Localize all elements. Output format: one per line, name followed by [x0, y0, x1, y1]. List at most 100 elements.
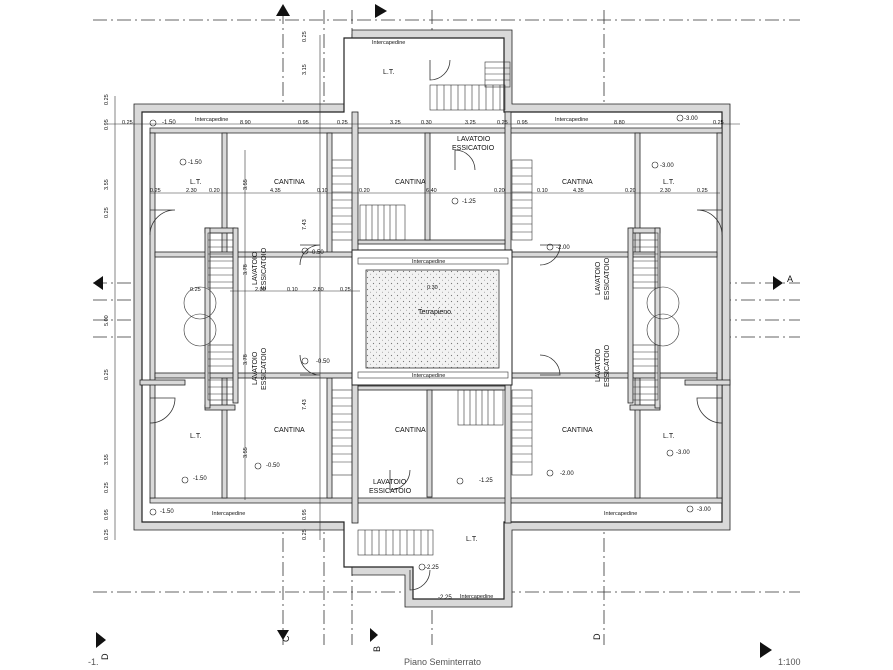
- level-label-2: -3.00: [684, 116, 698, 122]
- level-label-15: -3.00: [697, 507, 711, 513]
- dim-label-1: 0.25: [122, 120, 133, 126]
- footer-left-label: -1.: [88, 657, 99, 667]
- dimension-lines: [108, 35, 740, 540]
- dim-label-21: 4.35: [573, 188, 584, 194]
- dim-label-2: 8.90: [240, 120, 251, 126]
- intercapedine-label-bottom: Intercapedine: [460, 594, 493, 600]
- drawing-scale: 1:100: [778, 657, 801, 667]
- dim-label-v4: 0.25: [104, 207, 110, 218]
- lavatoio-label-left-top: LAVATOIO: [252, 251, 259, 285]
- dim-label-v14: 7.43: [302, 219, 308, 230]
- level-label-1: -1.50: [162, 120, 176, 126]
- dim-label-v17: 7.43: [302, 399, 308, 410]
- dim-label-25: 0.25: [190, 287, 201, 293]
- dim-label-23: 2.30: [660, 188, 671, 194]
- cantina-label-1: CANTINA: [274, 179, 305, 186]
- dim-label-v16: 3.78: [243, 354, 249, 365]
- lt-label-bottom-left: L.T.: [190, 433, 201, 440]
- intercapedine-label-top-right: Intercapedine: [555, 117, 588, 123]
- drawing-title: Piano Seminterrato: [404, 657, 481, 667]
- section-marker-c-top: [276, 4, 290, 16]
- lt-label-top-right: L.T.: [663, 179, 674, 186]
- essicatoio-label-right-top: ESSICATOIO: [604, 257, 611, 300]
- dim-label-22: 0.20: [625, 188, 636, 194]
- lt-label-bottom-right: L.T.: [663, 433, 674, 440]
- dim-label-16: 0.10: [317, 188, 328, 194]
- stairs: [183, 61, 680, 556]
- level-label-6: -2.00: [556, 245, 570, 251]
- dim-label-15: 4.35: [270, 188, 281, 194]
- level-label-7: -0.50: [310, 250, 324, 256]
- essicatoio-label-right-bottom: ESSICATOIO: [604, 344, 611, 387]
- dim-label-v12: 3.15: [302, 64, 308, 75]
- dim-label-10: 8.80: [614, 120, 625, 126]
- level-label-3: -1.50: [188, 160, 202, 166]
- dim-label-13: 2.30: [186, 188, 197, 194]
- dim-label-v7: 3.55: [104, 454, 110, 465]
- dim-label-24: 0.25: [697, 188, 708, 194]
- section-label-d-right: D: [592, 633, 602, 640]
- dim-label-7: 3.25: [465, 120, 476, 126]
- intercapedine-label-top-left: Intercapedine: [195, 117, 228, 123]
- lt-label-top-left: L.T.: [190, 179, 201, 186]
- lavatoio-label-top: LAVATOIO: [457, 136, 491, 143]
- cantina-label-3: CANTINA: [562, 179, 593, 186]
- section-label-b: B: [372, 646, 382, 652]
- section-markers: [93, 4, 783, 658]
- dim-label-6: 0.30: [421, 120, 432, 126]
- level-label-11: -2.00: [560, 471, 574, 477]
- section-marker-b-top: [375, 4, 387, 18]
- dim-label-27: 0.10: [287, 287, 298, 293]
- dim-label-8: 0.25: [497, 120, 508, 126]
- lt-label-top: L.T.: [383, 69, 394, 76]
- dim-label-29: 0.25: [340, 287, 351, 293]
- cantina-label-4: CANTINA: [274, 427, 305, 434]
- dim-label-v6: 0.25: [104, 369, 110, 380]
- dim-label-v11: 0.25: [302, 31, 308, 42]
- dim-label-v20: 0.25: [302, 529, 308, 540]
- dim-label-4: 0.25: [337, 120, 348, 126]
- courtyard: [351, 249, 513, 386]
- level-label-4: -3.00: [660, 163, 674, 169]
- section-marker-b-bottom: [370, 628, 378, 642]
- level-label-17: -2.25: [438, 595, 452, 601]
- essicatoio-label-top: ESSICATOIO: [452, 145, 495, 152]
- section-marker-a-right: [773, 276, 783, 290]
- dim-label-3: 0.95: [298, 120, 309, 126]
- dim-label-26: 2.00: [255, 287, 266, 293]
- dim-label-v10: 0.25: [104, 529, 110, 540]
- section-label-a: A: [787, 274, 793, 284]
- lavatoio-label-right-top: LAVATOIO: [595, 261, 602, 295]
- intercapedine-label-bottom-right: Intercapedine: [604, 511, 637, 517]
- dim-label-30: 0.30: [427, 285, 438, 291]
- level-label-13: -1.25: [479, 478, 493, 484]
- dim-label-12: 0.25: [150, 188, 161, 194]
- intercapedine-label-top: Intercapedine: [372, 40, 405, 46]
- level-label-8: -0.50: [316, 359, 330, 365]
- intercapedine-label-court-bottom: Intercapedine: [412, 373, 445, 379]
- level-label-10: -1.50: [193, 476, 207, 482]
- level-label-16: -2.25: [425, 565, 439, 571]
- section-marker-d-bottom-right: [760, 642, 772, 658]
- dim-label-14: 0.20: [209, 188, 220, 194]
- dim-label-v8: 0.25: [104, 482, 110, 493]
- dim-label-9: 0.95: [517, 120, 528, 126]
- dim-label-v1: 0.25: [104, 94, 110, 105]
- dim-label-5: 3.25: [390, 120, 401, 126]
- dim-label-28: 2.80: [313, 287, 324, 293]
- cantina-label-2: CANTINA: [395, 179, 426, 186]
- intercapedine-label-court-top: Intercapedine: [412, 259, 445, 265]
- level-label-5: -1.25: [462, 199, 476, 205]
- level-markers: [149, 114, 694, 571]
- section-label-d-left: D: [100, 653, 110, 660]
- intercapedine-label-bottom-left: Intercapedine: [212, 511, 245, 517]
- section-label-c: C: [281, 635, 291, 642]
- lavatoio-label-bottom: LAVATOIO: [373, 479, 407, 486]
- cantina-label-6: CANTINA: [562, 427, 593, 434]
- cantina-label-5: CANTINA: [395, 427, 426, 434]
- essicatoio-label-left-top: ESSICATOIO: [261, 247, 268, 290]
- dim-label-v19: 0.95: [302, 509, 308, 520]
- terrapieno-label: Terrapieno: [418, 309, 451, 316]
